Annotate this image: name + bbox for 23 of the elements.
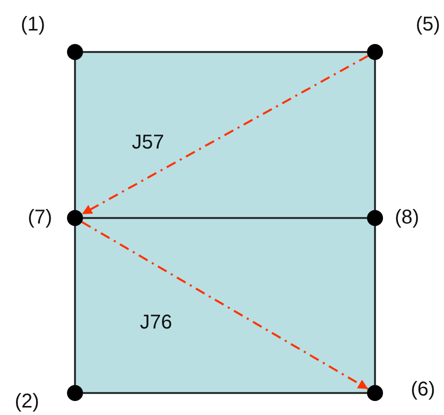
joint-dot	[367, 44, 383, 60]
connector-line	[374, 60, 376, 210]
joint-dot	[67, 44, 83, 60]
connector-line	[83, 392, 367, 394]
joint-label: J76	[140, 312, 172, 334]
point-label: (6)	[410, 378, 436, 402]
connector-line	[74, 226, 76, 385]
joint-dot	[67, 385, 83, 401]
joint-dot	[367, 385, 383, 401]
joint-dot	[367, 210, 383, 226]
connector-line	[83, 217, 367, 219]
connector-line	[374, 226, 376, 385]
joint-label: J57	[132, 132, 164, 154]
joint-dot	[67, 210, 83, 226]
connector-line	[74, 60, 76, 210]
connector-line	[83, 51, 367, 53]
connector-line	[81, 221, 369, 390]
connector-line	[82, 55, 368, 215]
point-label: (5)	[416, 14, 440, 36]
point-label: (2)	[14, 390, 40, 414]
point-label: (7)	[28, 206, 52, 230]
point-label: (1)	[20, 14, 46, 36]
point-label: (8)	[394, 206, 420, 230]
